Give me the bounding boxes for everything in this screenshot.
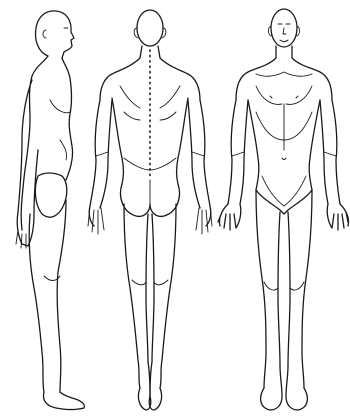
front-left-hand [218, 204, 241, 230]
back-knees [132, 280, 168, 285]
front-right-elbow [324, 152, 336, 156]
back-head [137, 10, 163, 46]
back-right-leg [152, 204, 176, 388]
front-collarbones [256, 72, 312, 76]
front-left-foot [261, 366, 282, 410]
side-hip [35, 173, 66, 217]
front-view-figure [218, 9, 349, 410]
front-navel [282, 158, 286, 160]
side-leg-front [57, 200, 66, 392]
side-head [36, 11, 75, 58]
side-arm [17, 80, 38, 246]
side-belly [60, 140, 67, 160]
front-right-arm [320, 100, 340, 204]
front-knees [264, 282, 304, 290]
front-face [278, 24, 290, 42]
front-right-foot [286, 366, 307, 410]
side-leg-back [29, 214, 44, 392]
side-chest [50, 100, 70, 113]
back-right-elbow [192, 152, 204, 156]
front-left-elbow [232, 152, 244, 156]
back-right-arm [188, 100, 211, 226]
side-foot [44, 392, 85, 410]
back-left-leg [124, 204, 148, 388]
front-neck-shoulders [236, 46, 332, 100]
side-ear [43, 30, 46, 38]
back-view-figure [88, 10, 212, 410]
front-groin [256, 190, 312, 214]
side-front-line [62, 58, 73, 180]
front-right-hand [327, 204, 348, 230]
back-left-arm [89, 100, 112, 226]
front-left-arm [228, 100, 248, 204]
side-view-figure [16, 11, 84, 410]
front-ears [268, 26, 299, 36]
front-chest [256, 86, 312, 104]
back-left-elbow [96, 152, 108, 156]
